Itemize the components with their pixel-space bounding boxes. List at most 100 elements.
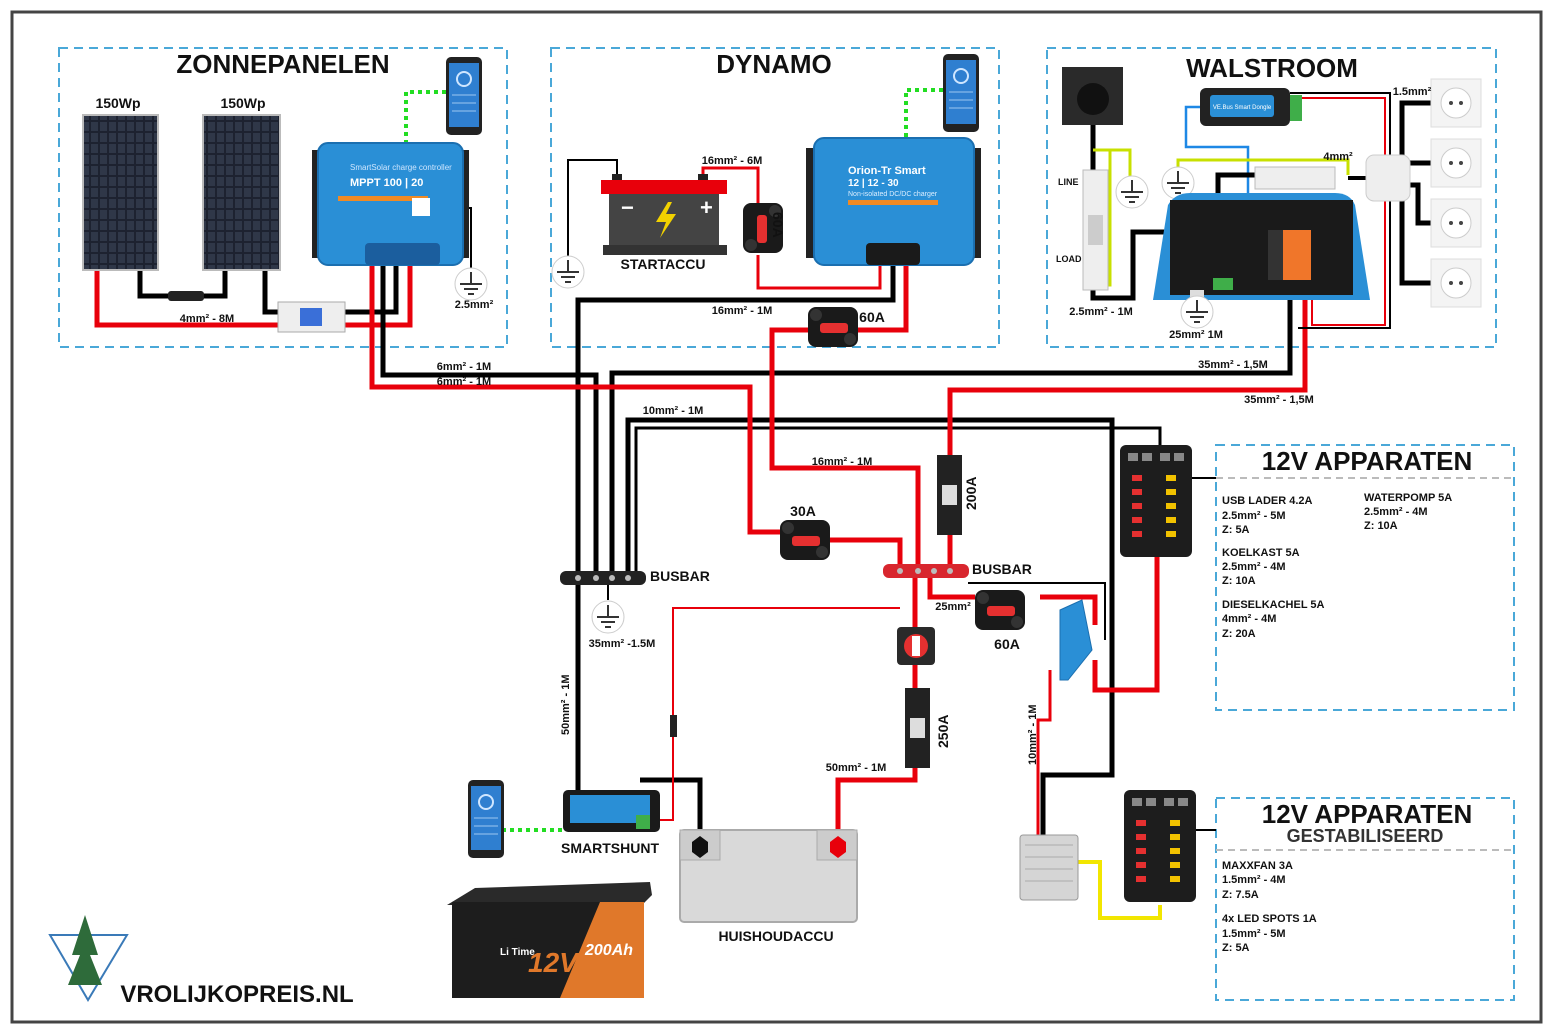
wire-orion-positive [858, 265, 909, 333]
device-cable: 2.5mm² - 5M [1222, 510, 1286, 522]
device-usb-charger: USB LADER 4.2A 2.5mm² - 5M Z: 5A [1222, 495, 1313, 536]
wire-converter-positive [1036, 670, 1052, 835]
device-fuse: Z: 7.5A [1222, 889, 1259, 901]
positive-terminal-icon [830, 836, 846, 858]
cable-label-orion-out: 16mm² - 1M [712, 305, 773, 317]
device-name: 4x LED SPOTS 1A [1222, 913, 1317, 925]
device-cable: 2.5mm² - 4M [1364, 506, 1428, 518]
junction-box [1365, 154, 1411, 202]
ac-circuit-breaker [1082, 169, 1109, 291]
wire-mppt-positive [369, 250, 780, 535]
device-water-pump: WATERPOMP 5A 2.5mm² - 4M Z: 10A [1364, 492, 1452, 532]
house-battery-label: HUISHOUDACCU [718, 928, 833, 944]
ground-icon [591, 600, 625, 634]
device-name: DIESELKACHEL 5A [1222, 599, 1325, 611]
solar-title: ZONNEPANELEN [176, 49, 389, 79]
wire-inverter-negative [609, 290, 1293, 578]
wire-fuseblock-negative [634, 426, 1162, 578]
fuse-block-12v [1120, 445, 1192, 557]
battery-main-switch [897, 627, 935, 665]
devices-12v-title: 12V APPARATEN [1262, 446, 1472, 476]
wire-60a-busbar [769, 327, 921, 565]
wire-breaker-pv [345, 250, 399, 315]
device-fuse: Z: 5A [1222, 524, 1250, 536]
cable-label-4mm: 4mm² [1323, 151, 1353, 163]
breaker-start-label: 60A [770, 212, 786, 238]
breaker-load-label: LOAD [1056, 254, 1082, 264]
breaker-relay-60a [975, 590, 1025, 630]
breaker-60a-label: 60A [994, 636, 1020, 652]
orion-dc-dc-charger: Orion-Tr Smart 12 | 12 - 30 Non-isolated… [806, 137, 981, 266]
solar-panel-1 [82, 114, 159, 271]
battery-relay [1059, 599, 1093, 681]
devices-stabilized-box [1215, 797, 1515, 1001]
wire-30a-busbar [830, 537, 903, 565]
wire-outlet-1 [1399, 100, 1431, 155]
panel-2-label: 150Wp [220, 95, 265, 111]
smartshunt-label: SMARTSHUNT [561, 840, 659, 856]
ground-icon [1115, 175, 1149, 209]
device-fuse: Z: 10A [1222, 575, 1256, 587]
cable-label-outlets: 1.5mm² [1393, 86, 1432, 98]
plus-icon: + [700, 195, 713, 220]
smartshunt [563, 790, 660, 832]
devices-stabilized-title: 12V APPARATEN [1262, 799, 1472, 829]
cable-label-converter-negative: 10mm² - 1M [1027, 704, 1039, 765]
cable-label-fuseblock-negative: 10mm² - 1M [643, 405, 704, 417]
orion-model: Orion-Tr Smart [848, 165, 926, 177]
minus-icon: − [621, 195, 634, 220]
cable-label-mppt-positive: 6mm² - 1M [437, 376, 491, 388]
cable-label-mppt-negative: 6mm² - 1M [437, 361, 491, 373]
wire-inverter-positive [947, 290, 1308, 455]
cable-label-25mm: 25mm² [935, 601, 971, 613]
wire-converter-negative [625, 417, 1115, 835]
fuse-orion-60a [808, 307, 858, 347]
device-cable: 1.5mm² - 4M [1222, 874, 1286, 886]
device-fuse: Z: 10A [1364, 520, 1398, 532]
litime-battery: Li Time 12V 200Ah [447, 882, 652, 998]
wire-60a-relay [1040, 594, 1098, 625]
cable-label-panels: 4mm² - 8M [180, 313, 234, 325]
cable-label-inverter-positive: 35mm² - 1,5M [1244, 394, 1314, 406]
cable-label-battery-positive: 50mm² - 1M [826, 762, 887, 774]
wall-outlet-2 [1430, 138, 1482, 188]
device-cable: 4mm² - 4M [1222, 613, 1276, 625]
device-name: MAXXFAN 3A [1222, 860, 1293, 872]
phone-shunt-app [467, 779, 505, 859]
device-cable: 1.5mm² - 5M [1222, 928, 1286, 940]
fuse-orion-label: 60A [859, 309, 885, 325]
devices-stabilized-subtitle: GESTABILISEERD [1287, 826, 1444, 846]
breaker-30a-label: 30A [790, 503, 816, 519]
fuse-battery-250a [905, 688, 930, 768]
cable-label-mppt-ground: 2.5mm² [455, 299, 494, 311]
phone-orion-app [942, 53, 980, 133]
lightning-icon [656, 202, 676, 238]
wire-dongle-vebus [1184, 105, 1250, 280]
wire-panel-positive [94, 250, 413, 328]
start-battery-label: STARTACCU [620, 256, 705, 272]
bluetooth-link-mppt [404, 90, 446, 143]
fuse-block-stabilized [1124, 790, 1196, 902]
wire-mppt-negative [380, 250, 599, 578]
cable-label-orion-positive: 16mm² - 1M [812, 456, 873, 468]
wire-relay-fuseblock [1092, 557, 1160, 693]
wire-dongle-positive [1290, 97, 1386, 326]
device-cable: 2.5mm² - 4M [1222, 561, 1286, 573]
shore-power-title: WALSTROOM [1186, 53, 1358, 83]
litime-capacity: 200Ah [584, 942, 633, 959]
device-name: WATERPOMP 5A [1364, 492, 1452, 504]
negative-terminal-icon [692, 836, 708, 858]
device-led-spots: 4x LED SPOTS 1A 1.5mm² - 5M Z: 5A [1222, 913, 1317, 954]
ac-output-rcd [1254, 166, 1336, 190]
dongle-label: VE.Bus Smart Dongle [1213, 105, 1272, 111]
wire-outlet-4 [1399, 200, 1431, 286]
dynamo-title: DYNAMO [716, 49, 832, 79]
device-diesel-heater: DIESELKACHEL 5A 4mm² - 4M Z: 20A [1222, 599, 1325, 640]
busbar-positive-label: BUSBAR [972, 561, 1032, 577]
mppt-model: MPPT 100 | 20 [350, 177, 423, 189]
cable-label-start: 16mm² - 6M [702, 155, 763, 167]
devices-12v-box [1215, 444, 1515, 711]
wire-shunt-battery [640, 777, 703, 840]
device-maxxfan: MAXXFAN 3A 1.5mm² - 4M Z: 7.5A [1222, 860, 1293, 901]
